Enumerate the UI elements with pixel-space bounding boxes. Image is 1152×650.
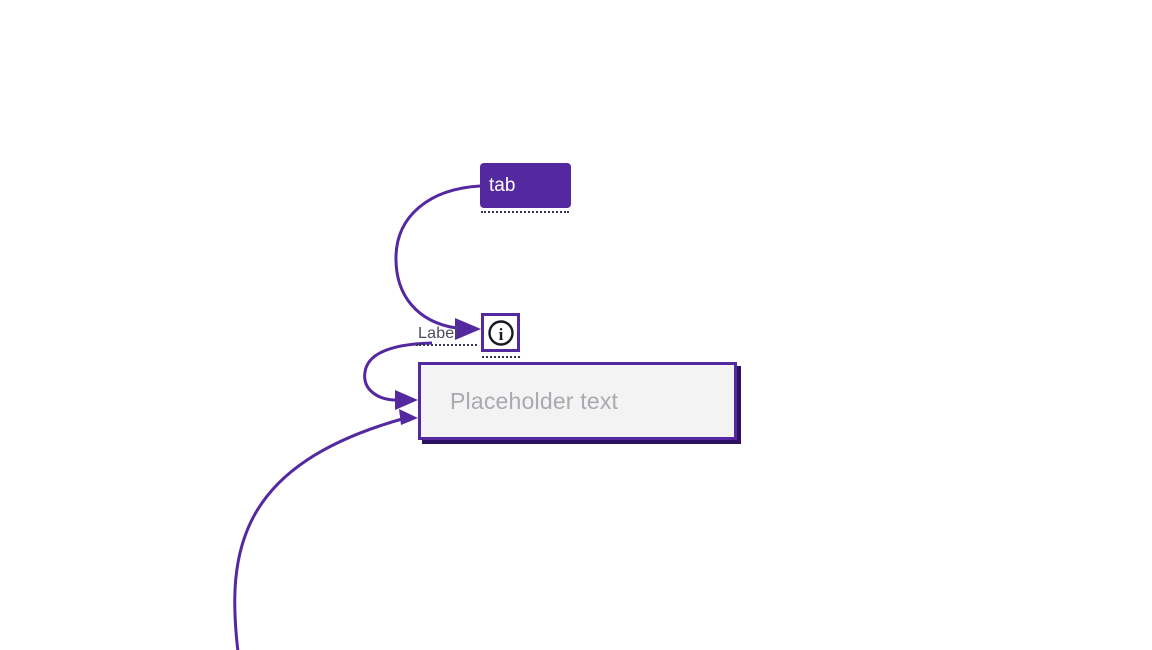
svg-text:i: i xyxy=(498,325,503,344)
info-icon-dotted-measure-line xyxy=(482,356,520,358)
arrowhead-to-info-icon xyxy=(455,318,481,340)
field-label: Label xyxy=(418,325,459,342)
tab-button-label: tab xyxy=(489,175,516,196)
arrowhead-to-input-left xyxy=(399,409,418,425)
text-input[interactable]: Placeholder text xyxy=(418,362,737,440)
arrowhead-to-input-top xyxy=(395,390,418,410)
arrow-curve-tab-to-label xyxy=(394,184,481,330)
input-placeholder: Placeholder text xyxy=(450,387,619,414)
information-icon: i xyxy=(487,319,514,346)
tab-dotted-measure-line xyxy=(481,211,569,213)
label-dotted-measure-line xyxy=(416,344,477,346)
arrow-curve-bottom-to-input xyxy=(233,417,403,650)
tab-button[interactable]: tab xyxy=(480,163,571,208)
info-icon-button[interactable]: i xyxy=(481,313,520,352)
